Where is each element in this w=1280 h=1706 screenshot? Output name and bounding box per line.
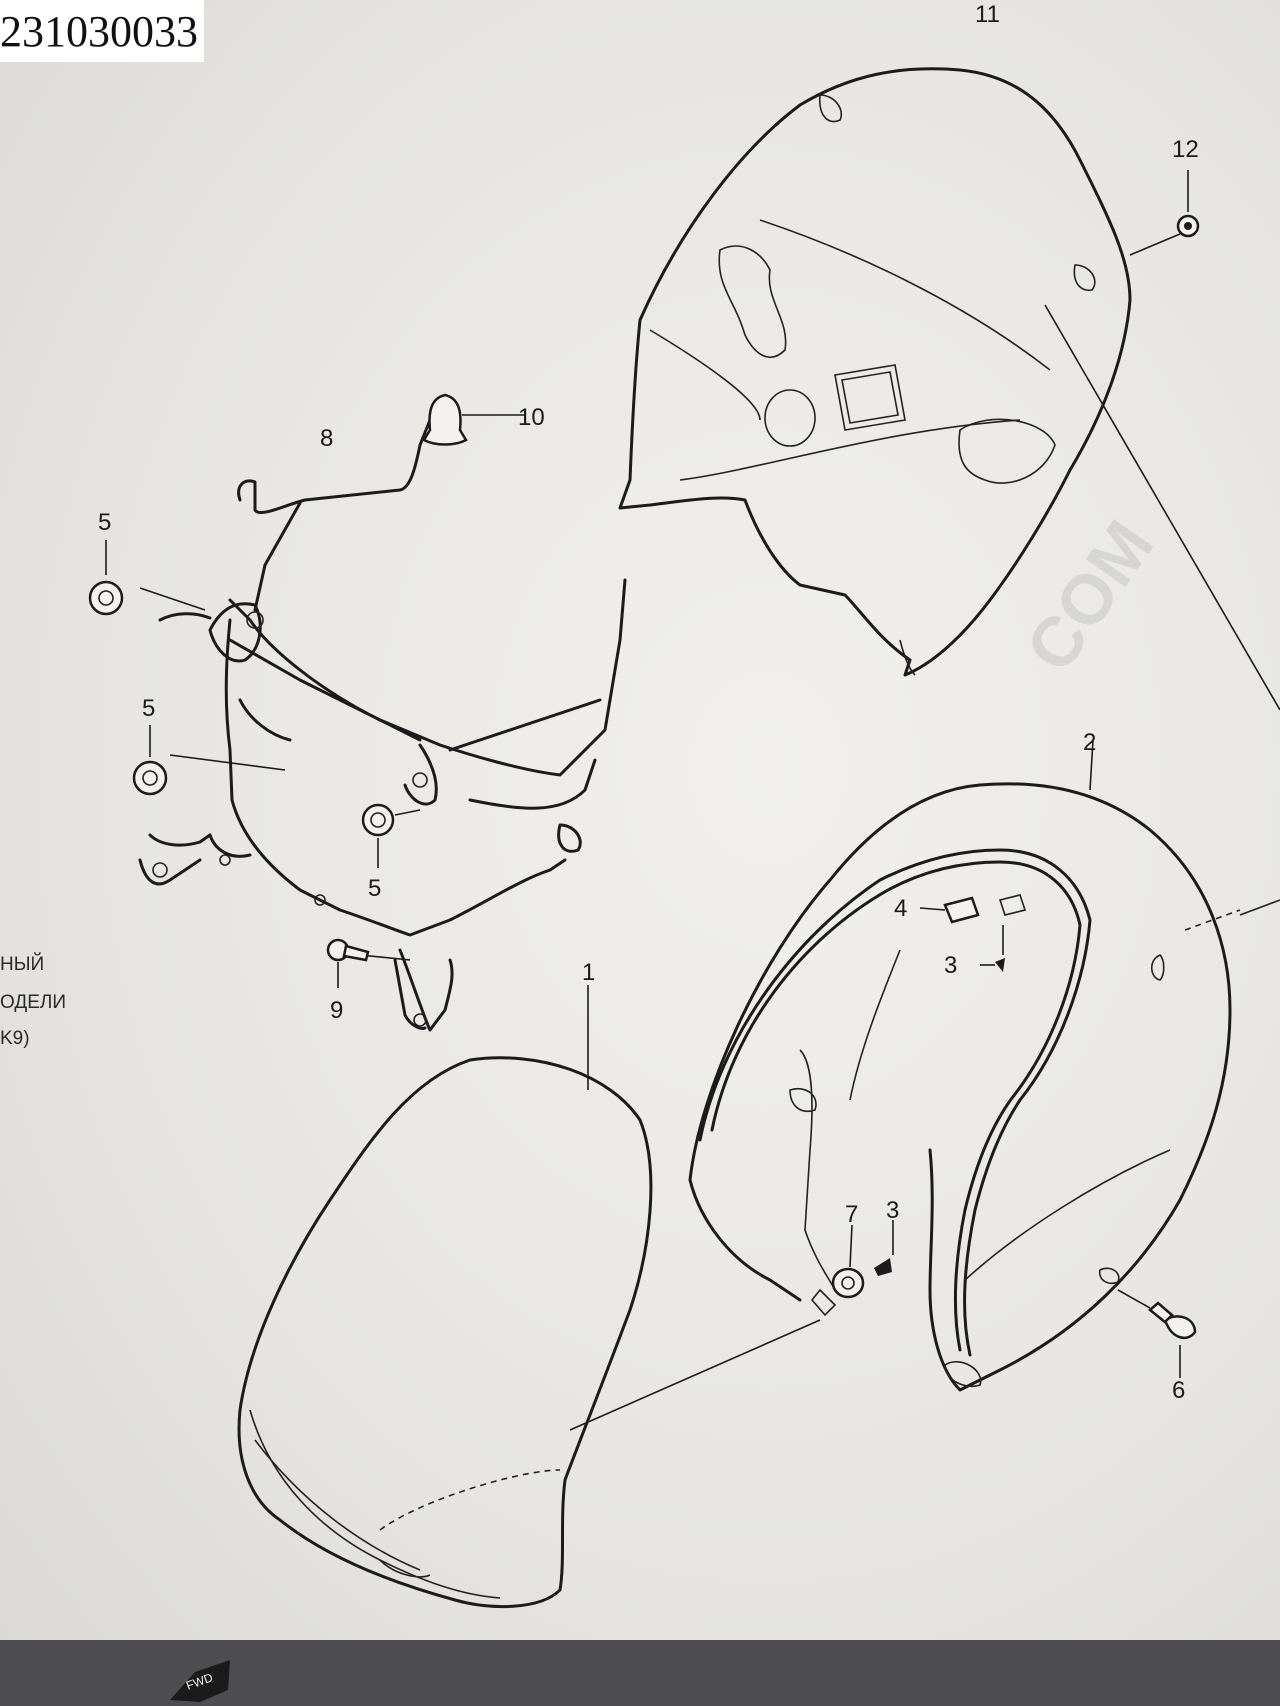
label-part-5c: 5: [368, 875, 381, 902]
label-part-3b: 3: [886, 1197, 899, 1224]
label-part-2: 2: [1083, 729, 1096, 756]
label-part-5a: 5: [98, 509, 111, 536]
part-11-inner-cover: [618, 67, 1132, 677]
part-1-upper-fairing: [237, 985, 821, 1608]
side-note-line-1: НЫЙ: [0, 954, 45, 975]
part-8-bracket: [138, 418, 627, 1032]
label-part-12: 12: [1172, 136, 1199, 163]
label-part-3a: 3: [944, 952, 957, 979]
label-part-1: 1: [582, 959, 595, 986]
part-9-bolt: [326, 938, 370, 988]
part-6-rivet: [1117, 1289, 1197, 1378]
label-part-11: 11: [975, 1, 1000, 28]
part-5-grommet-c: [361, 803, 395, 868]
part-2-lower-cowl: [688, 739, 1280, 1392]
side-note-line-2: ОДЕЛИ: [0, 992, 67, 1013]
part-7-grommet: [831, 1224, 865, 1299]
part-12-nut: [1129, 170, 1200, 256]
part-10-grommet: [422, 393, 525, 446]
fwd-arrow-icon: FWD: [170, 1660, 230, 1702]
label-part-10: 10: [518, 404, 545, 431]
side-note-line-3: K9): [0, 1028, 30, 1049]
label-part-5b: 5: [142, 695, 155, 722]
part-3-screw-a: [980, 925, 1005, 972]
label-part-8: 8: [320, 425, 333, 452]
part-5-grommet-b: [132, 725, 168, 796]
part-4-clip-nut: [919, 896, 980, 924]
label-part-6: 6: [1172, 1377, 1185, 1404]
catalog-number: 231030033: [0, 0, 204, 62]
part-3-screw-b: [874, 1220, 894, 1276]
label-part-7: 7: [845, 1201, 858, 1228]
label-part-9: 9: [330, 997, 343, 1024]
label-part-4: 4: [894, 895, 907, 922]
part-5-grommet-a: [88, 540, 124, 616]
